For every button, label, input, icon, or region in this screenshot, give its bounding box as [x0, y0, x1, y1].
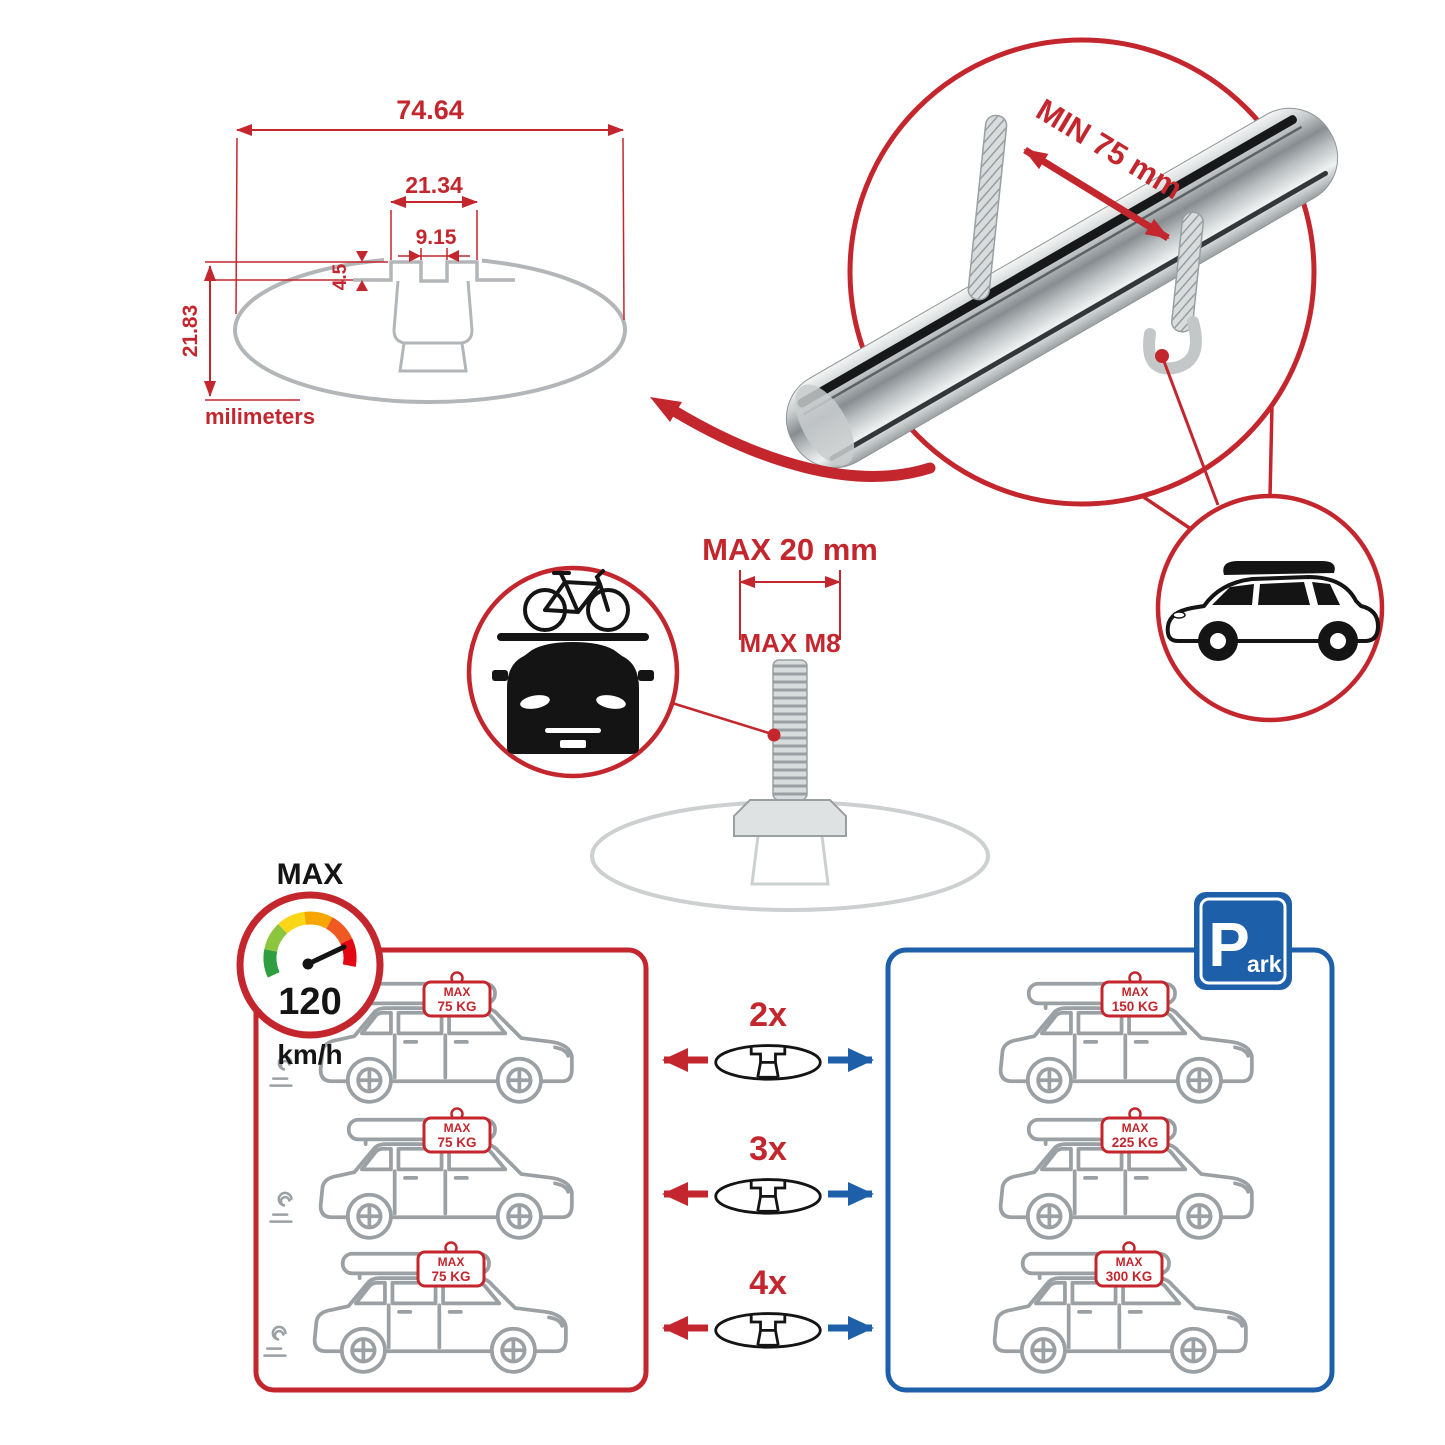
crossbar-profile-icon: [714, 1178, 822, 1215]
speed-value: 120: [278, 981, 341, 1023]
multiplier-label: 4x: [749, 1264, 787, 1302]
dim-total-width: 74.64: [396, 95, 464, 125]
crossbar-profile-icon: [714, 1044, 822, 1081]
speed-limit-gauge: MAX 120 km/h: [236, 858, 384, 1070]
option-4x: 4x: [662, 1264, 874, 1349]
crossbar-profile-icon: [714, 1312, 822, 1349]
usage-comparison: MAX 75 KG MAX 75 KG MAX 75 KG MAX 150 KG…: [236, 858, 1335, 1393]
min-span-arrow: [1023, 147, 1170, 241]
bolt-spec-diagram: MAX 20 mm MAX M8: [466, 532, 990, 912]
svg-text:225 KG: 225 KG: [1112, 1135, 1159, 1150]
speed-unit: km/h: [277, 1039, 342, 1070]
option-3x: 3x: [662, 1130, 874, 1215]
multiplier-label: 2x: [749, 996, 787, 1034]
svg-text:300 KG: 300 KG: [1106, 1269, 1153, 1284]
svg-text:150 KG: 150 KG: [1112, 999, 1159, 1014]
dim-lip-depth: 4.5: [330, 263, 351, 290]
aluminum-crossbar: [785, 107, 1339, 469]
svg-text:75 KG: 75 KG: [431, 1269, 470, 1284]
bolt-pointer-dot: [767, 728, 781, 742]
park-suffix: ark: [1247, 951, 1282, 977]
park-sign: P ark: [1194, 892, 1292, 990]
load-badge: MAX 75 KG: [416, 1241, 486, 1288]
units-label: milimeters: [205, 404, 315, 429]
load-badge: MAX 300 KG: [1094, 1241, 1164, 1288]
load-badge: MAX 75 KG: [422, 1107, 492, 1154]
load-badge: MAX 75 KG: [422, 971, 492, 1018]
dimension-lines: [204, 124, 625, 401]
roofbox-car-callout: [1155, 493, 1385, 723]
suv-with-roofbox-icon: [1165, 561, 1380, 661]
svg-text:MAX: MAX: [1122, 985, 1149, 999]
svg-text:MAX: MAX: [444, 1121, 471, 1135]
dim-total-height: 21.83: [179, 305, 202, 358]
bolt-max-thread-label: MAX M8: [739, 628, 840, 658]
park-letter: P: [1208, 911, 1249, 980]
load-badge: MAX 150 KG: [1100, 971, 1170, 1018]
option-2x: 2x: [662, 996, 874, 1081]
pointer-arrow-to-profile: [650, 397, 936, 482]
svg-text:MAX: MAX: [444, 985, 471, 999]
svg-text:MAX: MAX: [438, 1255, 465, 1269]
bolt-max-depth-label: MAX 20 mm: [702, 532, 878, 567]
gauge-needle: [305, 944, 347, 967]
svg-text:MAX: MAX: [1116, 1255, 1143, 1269]
svg-text:75 KG: 75 KG: [437, 999, 476, 1014]
gauge-arc: [263, 911, 357, 978]
bolt-dim-lines: [739, 570, 841, 640]
load-badge: MAX 225 KG: [1100, 1107, 1170, 1154]
speed-max-label: MAX: [277, 858, 344, 891]
cross-section-diagram: 74.64 21.34 9.15 4.5 21.83 milimeters: [179, 95, 627, 429]
bike-car-icon: [466, 565, 680, 779]
u-bolt-right: [1143, 211, 1204, 375]
svg-text:75 KG: 75 KG: [437, 1135, 476, 1150]
multiplier-label: 3x: [749, 1130, 787, 1168]
dim-channel-width: 21.34: [405, 172, 463, 198]
svg-text:MAX: MAX: [1122, 1121, 1149, 1135]
u-bolt-left: [967, 114, 1008, 301]
dim-slot-width: 9.15: [416, 226, 457, 249]
crossbar-photo-callout: MIN 75 mm: [785, 37, 1339, 531]
mounting-bolt: [733, 659, 847, 837]
